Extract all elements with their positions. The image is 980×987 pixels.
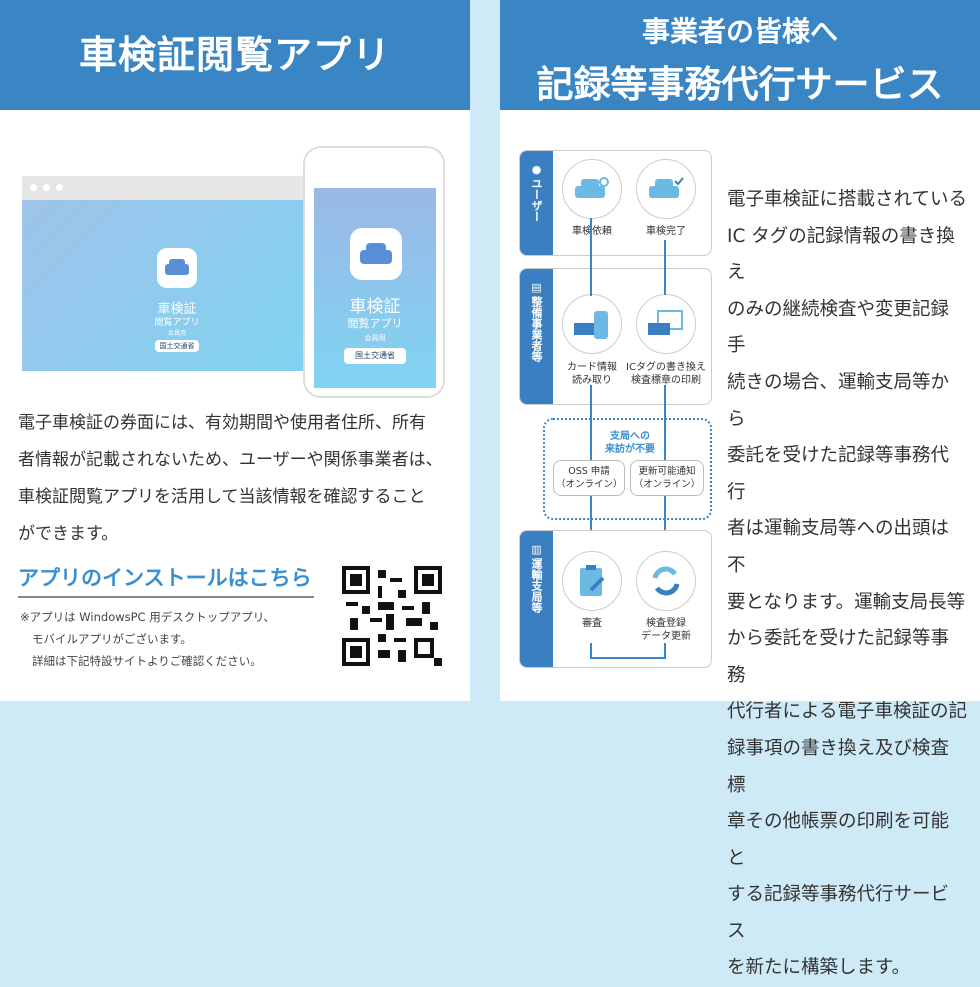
- oss-application: OSS 申請 （オンライン）: [553, 460, 625, 496]
- car-check-icon: [636, 159, 696, 219]
- text-line: する記録等事務代行サービス: [727, 884, 950, 942]
- window-dots: [30, 184, 63, 191]
- text-line: 電子車検証の券面には、有効期間や使用者住所、所有: [18, 413, 426, 433]
- renewal-notice: 更新可能通知 （オンライン）: [630, 460, 704, 496]
- note-line: モバイルアプリがございます。: [32, 632, 192, 646]
- app-name-sub: 閲覧アプリ: [154, 318, 200, 328]
- car-search-icon: [562, 159, 622, 219]
- refresh-icon: [636, 551, 696, 611]
- pill-text: 更新可能通知: [638, 466, 696, 477]
- text-line: 者情報が記載されないため、ユーザーや関係事業者は、: [18, 450, 443, 470]
- note: 支局への: [610, 431, 650, 442]
- user-side-label: ● ユーザー: [520, 151, 553, 255]
- clipboard-icon: [562, 551, 622, 611]
- card-reader-icon: [562, 294, 622, 354]
- step-label: データ更新: [641, 631, 691, 642]
- pill-text: （オンライン）: [556, 479, 623, 490]
- service-title-sub: 事業者の皆様へ: [641, 15, 838, 48]
- step-label: 読み取り: [572, 375, 612, 386]
- app-panel: 車検証閲覧アプリ 車検証 閲覧アプリ 会員用 国土交通省 車検証 閲覧アプリ 会…: [0, 0, 470, 701]
- text-line: から委託を受けた記録等事務: [727, 628, 950, 686]
- install-link[interactable]: アプリのインストールはこちら: [18, 562, 314, 598]
- step-label: 審査: [582, 618, 602, 629]
- text-line: 要となります。運輸支局長等: [727, 591, 966, 613]
- text-line: 者は運輸支局等への出頭は不: [727, 518, 950, 576]
- step-label: 車検完了: [646, 226, 686, 237]
- service-title: 記録等事務代行サービス: [536, 63, 944, 106]
- ministry-badge: 国土交通省: [155, 340, 199, 352]
- phone-screen: 車検証 閲覧アプリ 会員用 国土交通省: [314, 188, 436, 388]
- car-app-icon: [350, 228, 402, 280]
- app-name: 車検証: [349, 297, 401, 317]
- step-label: 検査登録: [646, 618, 686, 629]
- text-line: 章その他帳票の印刷を可能と: [727, 811, 950, 869]
- text-line: 車検証閲覧アプリを活用して当該情報を確認すること: [18, 487, 426, 507]
- text-line: を新たに構築します。: [727, 957, 911, 979]
- step-label: ICタグの書き換え: [626, 362, 706, 373]
- text-line: ができます。: [18, 524, 119, 544]
- ic-printer-icon: [636, 294, 696, 354]
- phone-mockup: 車検証 閲覧アプリ 会員用 国土交通省: [303, 146, 445, 398]
- label: ユーザー: [530, 178, 543, 222]
- service-panel: 事業者の皆様へ 記録等事務代行サービス ● ユーザー 車検依頼 車検完了 ▤ 整備事…: [500, 0, 980, 978]
- install-notes: ※アプリは WindowsPC 用デスクトップアプリ、 モバイルアプリがございま…: [20, 606, 275, 672]
- text-line: 代行者による電子車検証の記: [727, 701, 967, 723]
- label: 整備事業者等: [530, 296, 543, 362]
- text-line: のみの継続検査や変更記録手: [727, 298, 950, 357]
- pill-text: （オンライン）: [633, 479, 701, 490]
- bureau-section: ▥ 運輸支局等 審査 検査登録データ更新: [519, 530, 712, 668]
- car-app-icon: [157, 248, 197, 288]
- bureau-side-label: ▥ 運輸支局等: [520, 531, 553, 667]
- step-label: 車検依頼: [572, 226, 612, 237]
- loop-arrow: [590, 643, 666, 659]
- service-header: 事業者の皆様へ 記録等事務代行サービス: [500, 0, 980, 110]
- qr-code[interactable]: [342, 566, 442, 666]
- service-description: 電子車検証に搭載されている IC タグの記録情報の書き換え のみの継続検査や変更…: [727, 182, 967, 987]
- app-header: 車検証閲覧アプリ: [0, 0, 470, 110]
- ministry-badge: 国土交通省: [344, 348, 406, 364]
- note-line: 詳細は下記特設サイトよりご確認ください。: [32, 654, 262, 668]
- app-name: 車検証: [157, 302, 197, 317]
- text-line: 続きの場合、運輸支局等から: [727, 371, 950, 430]
- arrow-down: [590, 218, 592, 296]
- app-sub: 会員用: [364, 334, 386, 342]
- text-line: 録事項の書き換え及び検査標: [727, 737, 950, 796]
- app-description: 電子車検証の券面には、有効期間や使用者住所、所有 者情報が記載されないため、ユー…: [18, 405, 458, 553]
- app-title: 車検証閲覧アプリ: [78, 33, 391, 77]
- text-line: 委託を受けた記録等事務代行: [727, 445, 950, 503]
- maintenance-side-label: ▤ 整備事業者等: [520, 269, 553, 404]
- note-line: ※アプリは WindowsPC 用デスクトップアプリ、: [20, 610, 276, 624]
- label: 運輸支局等: [530, 558, 543, 613]
- pill-text: OSS 申請: [568, 466, 610, 477]
- factory-icon: ▤: [531, 281, 542, 294]
- app-sub: 会員用: [167, 330, 186, 337]
- text-line: IC タグの記録情報の書き換え: [727, 225, 955, 284]
- app-name-sub: 閲覧アプリ: [347, 317, 403, 330]
- desktop-mockup: 車検証 閲覧アプリ 会員用 国土交通省: [22, 176, 312, 371]
- user-section: ● ユーザー 車検依頼 車検完了: [519, 150, 712, 256]
- online-section: 支局への来訪が不要: [543, 418, 712, 520]
- step-label: カード情報: [567, 362, 617, 373]
- text-line: 電子車検証に搭載されている: [727, 189, 967, 210]
- arrow-up: [664, 240, 666, 295]
- step-label: 検査標章の印刷: [631, 375, 701, 386]
- person-icon: ●: [531, 163, 542, 176]
- building-icon: ▥: [531, 543, 542, 556]
- note: 来訪が不要: [605, 444, 655, 455]
- maintenance-section: ▤ 整備事業者等 カード情報読み取り ICタグの書き換え検査標章の印刷: [519, 268, 712, 405]
